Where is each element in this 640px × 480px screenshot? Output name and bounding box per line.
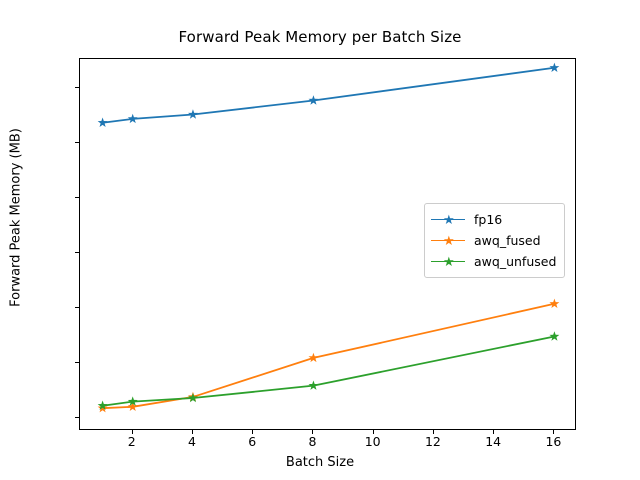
legend-label: awq_fused <box>474 233 541 248</box>
y-tick-mark <box>75 416 79 418</box>
legend-label: fp16 <box>474 212 503 227</box>
x-tick-mark <box>131 430 133 434</box>
data-point-marker <box>308 380 319 390</box>
data-point-marker <box>188 109 198 119</box>
legend-line <box>431 218 465 221</box>
series-fp16 <box>97 62 560 127</box>
x-axis-label: Batch Size <box>285 455 355 470</box>
x-tick-mark <box>312 430 314 434</box>
series-line <box>102 335 555 407</box>
legend-line <box>431 260 465 263</box>
legend-label: awq_unfused <box>474 254 557 269</box>
series-awq_unfused <box>97 331 560 410</box>
y-axis-label: Forward Peak Memory (MB) <box>8 128 24 307</box>
legend-star-marker-icon: ★ <box>443 212 455 228</box>
data-point-marker <box>308 95 319 105</box>
legend-item-awq_unfused[interactable]: ★ awq_unfused <box>431 251 556 272</box>
legend-star-marker-icon: ★ <box>443 254 455 270</box>
series-awq_fused <box>97 298 560 413</box>
chart-title: Forward Peak Memory per Batch Size <box>178 28 462 46</box>
data-point-marker <box>127 396 138 406</box>
x-tick-label: 8 <box>308 434 317 449</box>
legend-swatch: ★ <box>431 234 465 248</box>
x-tick-label: 4 <box>187 434 196 449</box>
legend-line <box>431 239 465 242</box>
x-tick-label: 6 <box>248 434 257 449</box>
legend-item-awq_fused[interactable]: ★ awq_fused <box>431 230 556 251</box>
data-point-marker <box>549 298 560 308</box>
y-tick-mark <box>75 197 79 199</box>
y-tick-mark <box>75 251 79 253</box>
x-tick-label: 12 <box>424 434 441 449</box>
data-point-marker <box>549 62 560 72</box>
y-tick-mark <box>75 142 79 144</box>
series-canvas <box>97 62 560 413</box>
x-tick-label: 16 <box>545 434 562 449</box>
chart-legend: ★ fp16 ★ awq_fused ★ awq_unfused <box>424 203 566 278</box>
series-line <box>102 302 555 410</box>
x-tick-mark <box>432 430 434 434</box>
x-tick-mark <box>252 430 254 434</box>
data-point-marker <box>97 400 108 410</box>
x-tick-mark <box>493 430 495 434</box>
x-tick-mark <box>191 430 193 434</box>
x-tick-label: 14 <box>485 434 502 449</box>
data-point-marker <box>127 401 138 412</box>
x-tick-mark <box>372 430 374 434</box>
x-tick-label: 10 <box>364 434 381 449</box>
legend-swatch: ★ <box>431 255 465 269</box>
x-tick-label: 2 <box>127 434 136 449</box>
x-tick-mark <box>553 430 555 434</box>
y-tick-mark <box>75 306 79 308</box>
legend-swatch: ★ <box>431 213 465 227</box>
y-tick-mark <box>75 361 79 363</box>
data-point-marker <box>188 392 198 403</box>
data-point-marker <box>308 352 319 363</box>
data-point-marker <box>97 117 108 127</box>
legend-item-fp16[interactable]: ★ fp16 <box>431 209 556 230</box>
data-point-marker <box>127 113 138 124</box>
data-point-marker <box>549 331 560 341</box>
legend-star-marker-icon: ★ <box>443 233 455 249</box>
series-line <box>102 66 555 124</box>
y-tick-mark <box>75 87 79 89</box>
